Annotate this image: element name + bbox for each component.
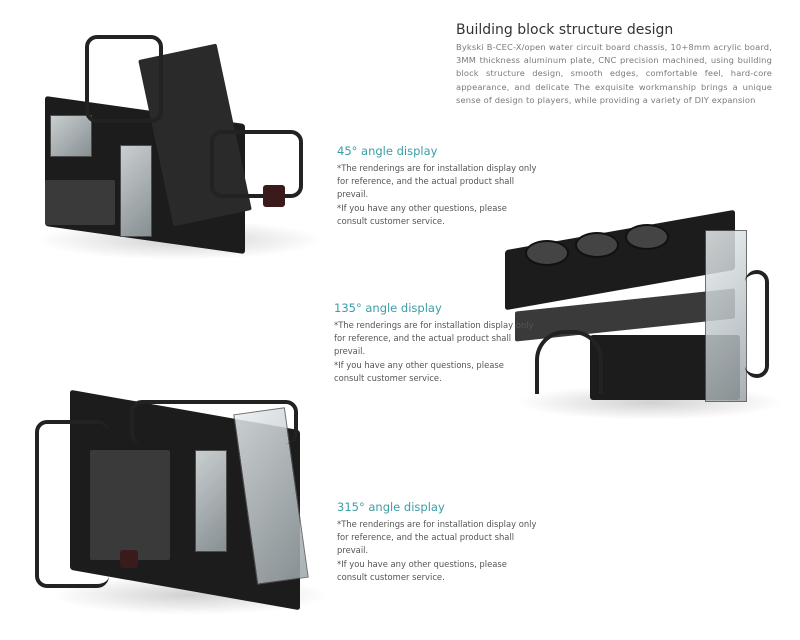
view-heading: 135° angle display [334, 301, 442, 315]
view-block-45: 45° angle display *The renderings are fo… [337, 144, 537, 228]
view-note-contact: *If you have any other questions, please… [334, 359, 504, 383]
chassis-image-135 [495, 200, 795, 420]
view-heading: 45° angle display [337, 144, 438, 158]
chassis-image-315 [30, 389, 350, 615]
view-heading: 315° angle display [337, 500, 445, 514]
view-note-contact: *If you have any other questions, please… [337, 202, 507, 226]
view-note-rendering: *The renderings are for installation dis… [337, 519, 537, 556]
view-block-135: 135° angle display *The renderings are f… [334, 301, 534, 385]
view-note-contact: *If you have any other questions, please… [337, 558, 507, 582]
view-block-315: 315° angle display *The renderings are f… [337, 500, 537, 584]
view-note-rendering: *The renderings are for installation dis… [334, 320, 534, 357]
intro-description: Bykski B-CEC-X/open water circuit board … [456, 42, 772, 105]
view-note-rendering: *The renderings are for installation dis… [337, 163, 537, 200]
page-title: Building block structure design [456, 22, 674, 38]
chassis-image-45 [35, 30, 325, 260]
